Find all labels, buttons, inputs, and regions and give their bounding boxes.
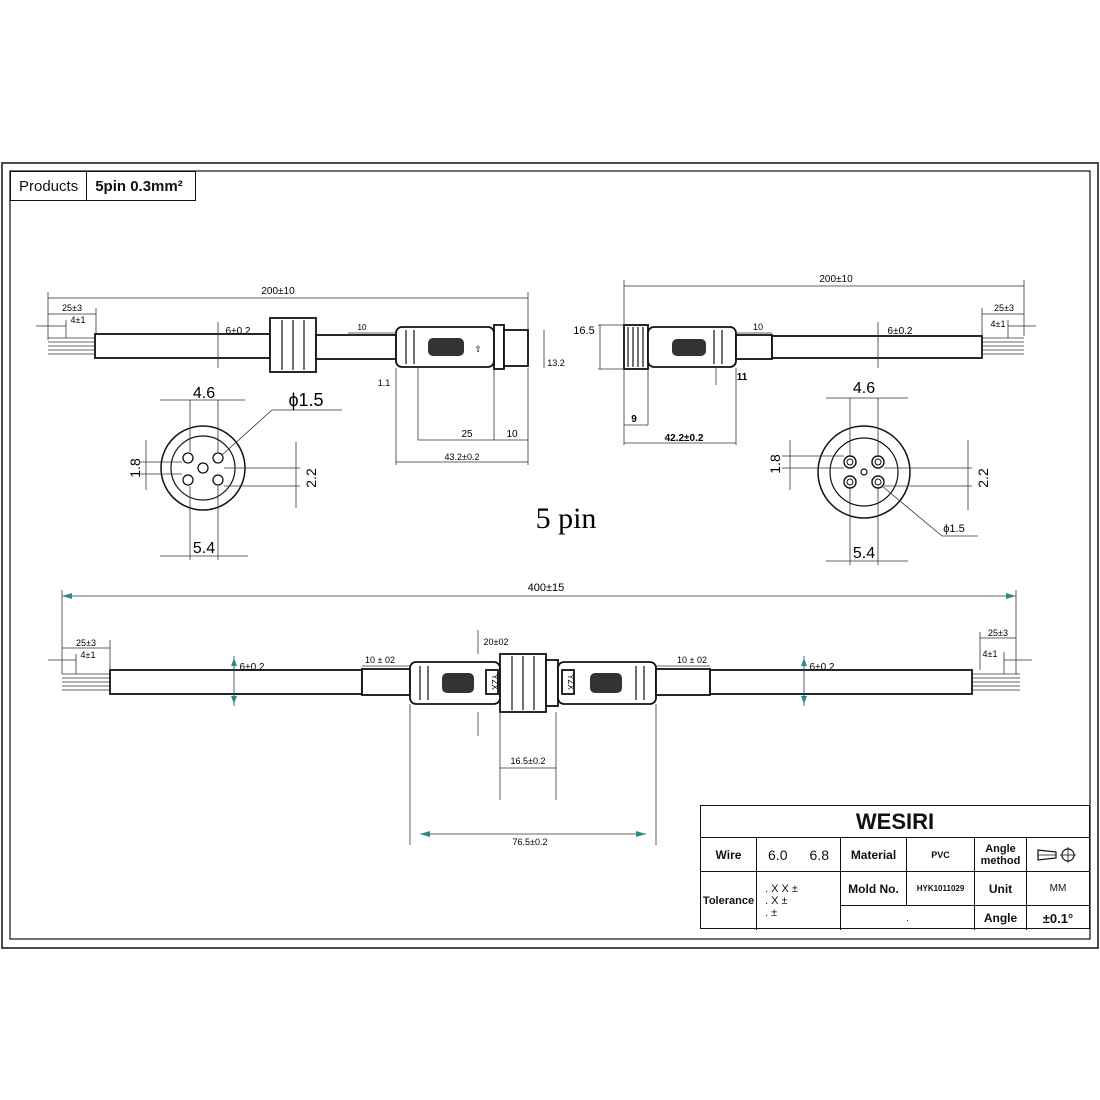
dim-25-bottom-right: 25±3	[988, 628, 1008, 638]
dim-4-bottom-left: 4±1	[81, 650, 96, 660]
dim-42-2: 42.2±0.2	[665, 433, 704, 444]
dim-13-2: 13.2	[547, 358, 565, 368]
wire-value-2: 6.8	[809, 846, 829, 863]
projection-symbol	[1027, 838, 1089, 872]
angle-method-label: Angle method	[975, 838, 1027, 872]
drawing-inner-frame	[9, 170, 1091, 940]
pin-5-4-right: 5.4	[853, 545, 875, 562]
dim-76-5: 76.5±0.2	[513, 837, 548, 847]
dim-25-bottom-left: 25±3	[76, 638, 96, 648]
dim-20: 20±02	[484, 637, 509, 647]
dim-400: 400±15	[528, 582, 565, 594]
first-angle-projection-icon	[1037, 846, 1076, 863]
product-header: Products 5pin 0.3mm²	[10, 171, 196, 201]
tolerance-x: . X ±	[765, 895, 788, 907]
tolerance-none: . ±	[765, 907, 778, 919]
pin-1-5-right: ϕ1.5	[943, 523, 964, 535]
drawing-frame	[1, 162, 1099, 949]
dim-10-bottom-right: 10 ± 02	[677, 655, 707, 665]
dim-9: 9	[631, 414, 637, 425]
pin-1-8-right: 1.8	[767, 454, 783, 474]
unit-label: Unit	[975, 872, 1027, 906]
dim-6-left: 6±0.2	[226, 326, 251, 337]
angle-label: Angle	[975, 906, 1027, 930]
dim-1-1: 1.1	[378, 378, 391, 388]
dim-16-5: 16.5	[573, 325, 594, 337]
dim-6-bottom-right: 6±0.2	[810, 662, 835, 673]
dim-43-2: 43.2±0.2	[445, 452, 480, 462]
dim-11: 11	[737, 372, 748, 383]
mold-value: HYK1011029	[907, 872, 975, 906]
wire-values: 6.0 6.8	[757, 838, 841, 872]
female-pin-face: 4.6 ϕ1.5 1.8 2.2 5.4	[127, 385, 342, 560]
pin-4-6-right: 4.6	[853, 380, 875, 397]
wire-label: Wire	[701, 838, 757, 872]
dim-10-right: 10	[753, 322, 763, 332]
dim-10: 10	[506, 429, 518, 440]
pin-1-8-left: 1.8	[127, 458, 143, 478]
title-block: WESIRI Wire 6.0 6.8 Material PVC Angle m…	[700, 805, 1090, 930]
products-label: Products	[11, 172, 88, 200]
pin-5-4-left: 5.4	[193, 540, 215, 557]
diagram-title: 5 pin	[536, 502, 597, 535]
male-connector-side-view	[623, 324, 1024, 370]
dim-6-right: 6±0.2	[888, 326, 913, 337]
tolerance-label: Tolerance	[701, 872, 757, 930]
dim-10-left: 10	[358, 323, 367, 332]
dim-4-left: 4±1	[71, 315, 86, 325]
dim-200-right: 200±10	[819, 274, 853, 285]
female-connector-side-view: ⇧	[48, 317, 529, 373]
tolerance-xx: . X X ±	[765, 883, 798, 895]
dim-25-right: 25±3	[994, 303, 1014, 313]
dimensions-top-right: 200±10 25±3 4±1 6±0.2 10 16.5 11 9 42.2±…	[573, 274, 1036, 445]
mark-right: YZX	[566, 674, 575, 690]
svg-text:⇧: ⇧	[474, 344, 482, 354]
material-value: PVC	[907, 838, 975, 872]
pin-1-5-left: ϕ1.5	[288, 390, 323, 410]
empty-cell: .	[841, 906, 975, 930]
material-label: Material	[841, 838, 907, 872]
wire-value-1: 6.0	[768, 846, 788, 863]
mark-left: YZX	[490, 674, 499, 690]
dimensions-top-left: 200±10 25±3 4±1 6±0.2 10 13.2 1.1 25 10 …	[36, 286, 565, 465]
dim-25: 25	[461, 429, 473, 440]
company-name: WESIRI	[701, 806, 1089, 838]
angle-value: ±0.1°	[1042, 910, 1074, 926]
pin-4-6-left: 4.6	[193, 385, 215, 402]
dim-25-left: 25±3	[62, 303, 82, 313]
product-spec: 5pin 0.3mm²	[95, 177, 183, 195]
tolerance-values: . X X ± . X ± . ±	[757, 872, 841, 930]
dim-10-bottom-left: 10 ± 02	[365, 655, 395, 665]
pin-2-2-right: 2.2	[975, 468, 991, 488]
pin-2-2-left: 2.2	[303, 468, 319, 488]
dim-200-left: 200±10	[261, 286, 295, 297]
dim-16-5-bottom: 16.5±0.2	[511, 756, 546, 766]
mold-label: Mold No.	[841, 872, 907, 906]
unit-value: MM	[1027, 872, 1089, 906]
dim-4-right: 4±1	[991, 319, 1006, 329]
dimensions-bottom: 400±15 25±3 4±1 6±0.2 10 ± 02 20±02 25±3…	[48, 582, 1032, 847]
male-pin-face: 4.6 1.8 2.2 ϕ1.5 5.4	[767, 380, 991, 565]
mated-assembly-view: YZX YZX	[62, 653, 1020, 713]
dim-4-bottom-right: 4±1	[983, 649, 998, 659]
dim-6-bottom-left: 6±0.2	[240, 662, 265, 673]
